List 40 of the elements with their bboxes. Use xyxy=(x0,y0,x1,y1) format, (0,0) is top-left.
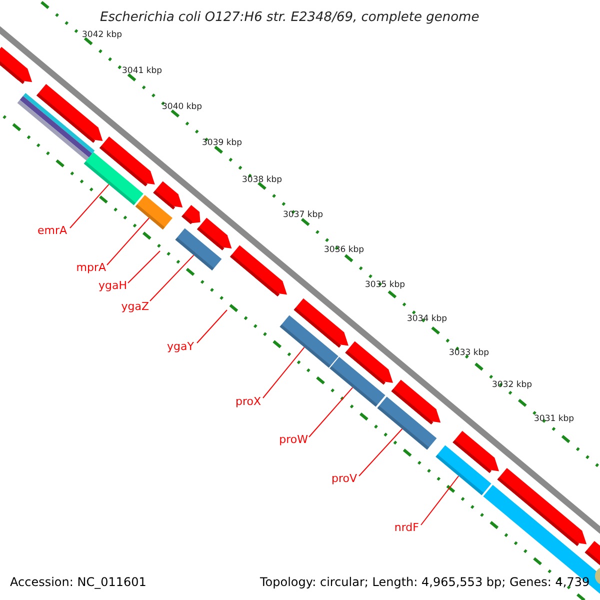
genome-summary-note: Topology: circular; Length: 4,965,553 bp; Genes: 4,739 xyxy=(260,576,590,588)
leader-line xyxy=(150,254,194,302)
scale-label: 3042 kbp xyxy=(82,31,122,40)
scale-label: 3031 kbp xyxy=(534,415,574,424)
gene-label: ygaH xyxy=(98,280,127,291)
gene-label: nrdF xyxy=(394,522,419,533)
scale-label: 3038 kbp xyxy=(242,176,282,184)
gene-label: ygaY xyxy=(167,341,194,352)
leader-line xyxy=(358,428,403,476)
gene-feature xyxy=(280,315,338,368)
scale-label: 3033 kbp xyxy=(449,349,490,358)
gene-label: emrA xyxy=(37,225,67,236)
scale-label: 3032 kbp xyxy=(492,381,532,390)
gene-feature xyxy=(436,445,492,496)
gene-feature xyxy=(84,152,144,206)
scale-label: 3037 kbp xyxy=(283,211,324,220)
gene-feature xyxy=(135,195,172,230)
gene-feature xyxy=(175,228,222,270)
gene-label: proX xyxy=(235,396,261,407)
gene-label: proV xyxy=(331,473,357,484)
scale-label: 3041 kbp xyxy=(122,67,162,76)
gene-feature xyxy=(377,396,437,450)
leader-line xyxy=(70,184,110,228)
scale-label: 3034 kbp xyxy=(407,315,448,324)
leader-line xyxy=(262,346,305,398)
scale-label: 3039 kbp xyxy=(202,139,242,148)
gene-label: mprA xyxy=(76,262,106,273)
title: Escherichia coli O127:H6 str. E2348/69, complete genome xyxy=(100,11,480,24)
scale-label: 3036 kbp xyxy=(324,246,364,254)
scale-label: 3040 kbp xyxy=(162,103,202,112)
gene-feature xyxy=(330,356,386,407)
gene-label: ygaZ xyxy=(121,301,149,312)
leader-line xyxy=(128,250,160,284)
leader-line xyxy=(420,476,460,526)
leader-line xyxy=(106,218,150,266)
leader-line xyxy=(196,310,228,344)
leader-line xyxy=(308,387,354,438)
accession-note: Accession: NC_011601 xyxy=(10,576,146,588)
scale-label: 3035 kbp xyxy=(365,281,406,290)
gene-label: proW xyxy=(279,434,308,445)
